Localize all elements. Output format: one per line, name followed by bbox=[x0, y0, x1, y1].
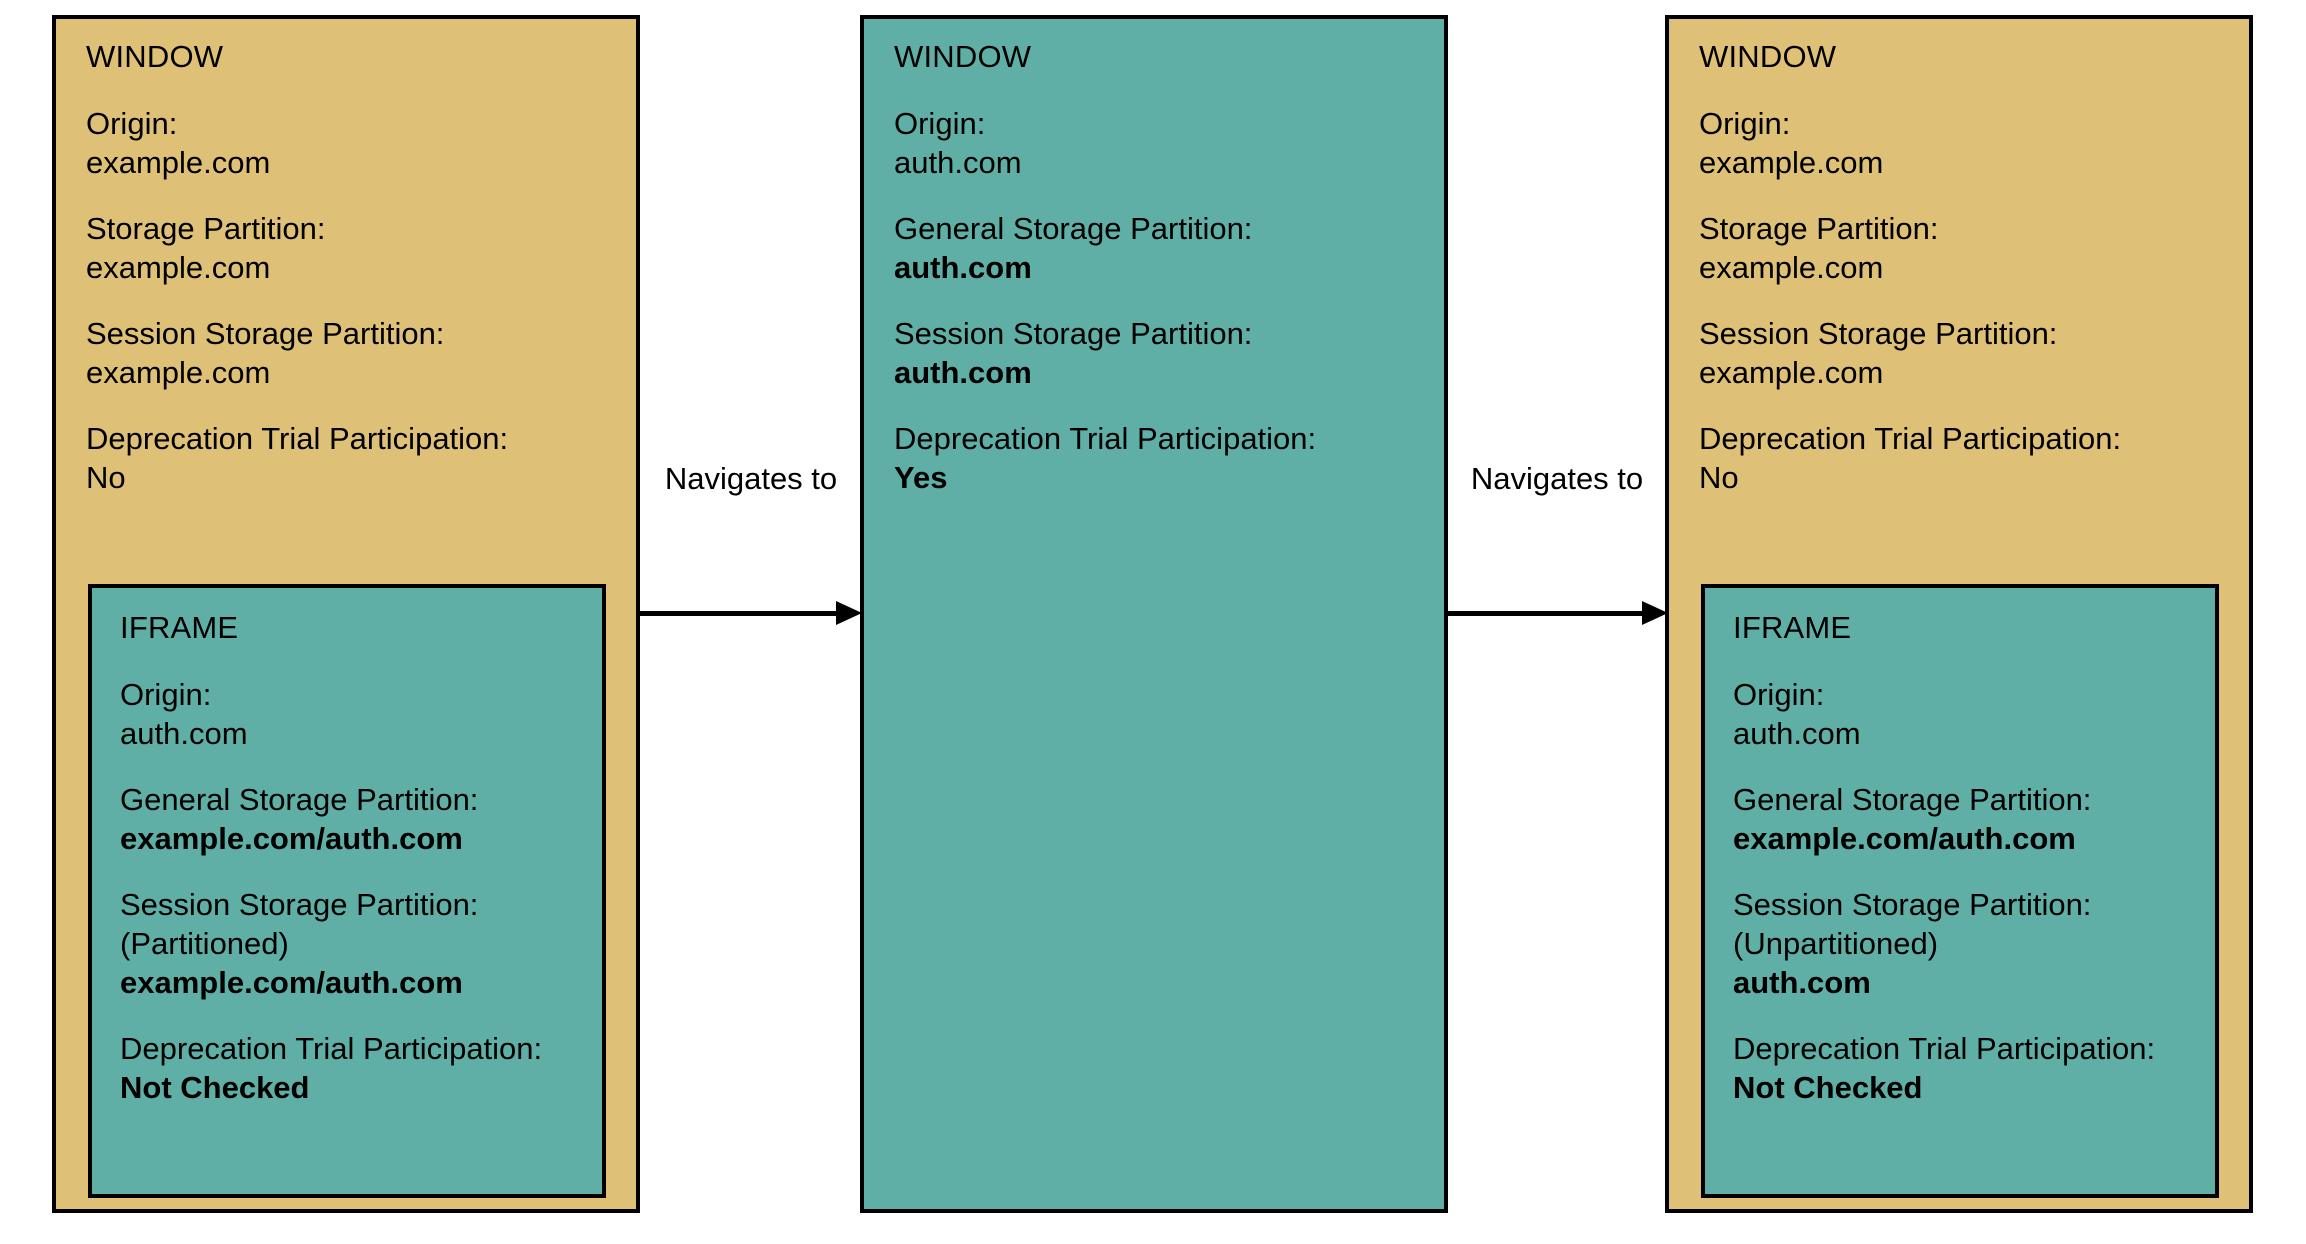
field-label: Storage Partition: bbox=[1699, 211, 1939, 246]
panel-1-field-origin: Origin: example.com bbox=[86, 104, 624, 182]
field-value: Not Checked bbox=[120, 1070, 310, 1105]
field-label: Session Storage Partition: bbox=[894, 316, 1253, 351]
field-label: General Storage Partition: bbox=[894, 211, 1253, 246]
iframe-3-field-general-storage-partition: General Storage Partition: example.com/a… bbox=[1733, 780, 2203, 858]
field-value: No bbox=[1699, 460, 1739, 495]
panel-3-field-origin: Origin: example.com bbox=[1699, 104, 2237, 182]
field-label: Origin: bbox=[120, 677, 212, 712]
iframe-3-field-deprecation-trial: Deprecation Trial Participation: Not Che… bbox=[1733, 1029, 2203, 1107]
iframe-3-field-session-storage-partition: Session Storage Partition: (Unpartitione… bbox=[1733, 885, 2203, 1002]
field-value: Yes bbox=[894, 460, 948, 495]
field-value: example.com bbox=[1699, 355, 1884, 390]
iframe-3-title: IFRAME bbox=[1733, 610, 1852, 645]
field-label: Deprecation Trial Participation: bbox=[86, 421, 509, 456]
arrow-head-icon bbox=[1642, 601, 1668, 625]
field-value: auth.com bbox=[894, 145, 1022, 180]
field-value: example.com/auth.com bbox=[1733, 821, 2076, 856]
arrow-1-label: Navigates to bbox=[664, 461, 838, 496]
field-value: example.com bbox=[86, 145, 271, 180]
iframe-1-field-session-storage-partition: Session Storage Partition: (Partitioned)… bbox=[120, 885, 590, 1002]
panel-3-field-deprecation-trial: Deprecation Trial Participation: No bbox=[1699, 419, 2237, 497]
iframe-panel-1: IFRAME Origin: auth.com General Storage … bbox=[88, 584, 606, 1198]
field-label: Origin: bbox=[1733, 677, 1825, 712]
field-label: Deprecation Trial Participation: bbox=[120, 1031, 543, 1066]
field-value: No bbox=[86, 460, 126, 495]
field-value: auth.com bbox=[120, 716, 248, 751]
field-label: General Storage Partition: bbox=[120, 782, 479, 817]
field-value: example.com/auth.com bbox=[120, 821, 463, 856]
iframe-panel-3-fields: IFRAME Origin: auth.com General Storage … bbox=[1733, 608, 2203, 1107]
window-panel-3: WINDOW Origin: example.com Storage Parti… bbox=[1665, 15, 2253, 1213]
panel-1-title: WINDOW bbox=[86, 39, 224, 74]
field-label: Deprecation Trial Participation: bbox=[1733, 1031, 2156, 1066]
navigates-to-arrow-1 bbox=[640, 593, 862, 633]
panel-3-field-storage-partition: Storage Partition: example.com bbox=[1699, 209, 2237, 287]
panel-2-title: WINDOW bbox=[894, 39, 1032, 74]
panel-2-field-session-storage-partition: Session Storage Partition: auth.com bbox=[894, 314, 1432, 392]
field-value: auth.com bbox=[894, 250, 1032, 285]
panel-2-field-general-storage-partition: General Storage Partition: auth.com bbox=[894, 209, 1432, 287]
field-value: Not Checked bbox=[1733, 1070, 1923, 1105]
field-value: example.com/auth.com bbox=[120, 965, 463, 1000]
field-sublabel: (Partitioned) bbox=[120, 926, 289, 961]
arrow-shaft bbox=[1448, 611, 1644, 616]
field-label: Origin: bbox=[86, 106, 178, 141]
field-label: Deprecation Trial Participation: bbox=[1699, 421, 2122, 456]
panel-1-field-deprecation-trial: Deprecation Trial Participation: No bbox=[86, 419, 624, 497]
panel-2-field-origin: Origin: auth.com bbox=[894, 104, 1432, 182]
arrow-head-icon bbox=[836, 601, 862, 625]
navigates-to-arrow-2 bbox=[1448, 593, 1668, 633]
field-label: Deprecation Trial Participation: bbox=[894, 421, 1317, 456]
field-value: example.com bbox=[1699, 250, 1884, 285]
field-value: example.com bbox=[1699, 145, 1884, 180]
iframe-1-field-general-storage-partition: General Storage Partition: example.com/a… bbox=[120, 780, 590, 858]
field-value: auth.com bbox=[1733, 965, 1871, 1000]
window-panel-1: WINDOW Origin: example.com Storage Parti… bbox=[52, 15, 640, 1213]
panel-2-field-deprecation-trial: Deprecation Trial Participation: Yes bbox=[894, 419, 1432, 497]
window-panel-1-fields: WINDOW Origin: example.com Storage Parti… bbox=[86, 37, 624, 497]
field-value: example.com bbox=[86, 355, 271, 390]
iframe-panel-3: IFRAME Origin: auth.com General Storage … bbox=[1701, 584, 2219, 1198]
iframe-1-title: IFRAME bbox=[120, 610, 239, 645]
field-label: Storage Partition: bbox=[86, 211, 326, 246]
iframe-3-field-origin: Origin: auth.com bbox=[1733, 675, 2203, 753]
window-panel-2-fields: WINDOW Origin: auth.com General Storage … bbox=[894, 37, 1432, 497]
field-value: auth.com bbox=[894, 355, 1032, 390]
panel-3-field-session-storage-partition: Session Storage Partition: example.com bbox=[1699, 314, 2237, 392]
field-label: Session Storage Partition: bbox=[120, 887, 479, 922]
panel-1-field-session-storage-partition: Session Storage Partition: example.com bbox=[86, 314, 624, 392]
field-label: Session Storage Partition: bbox=[86, 316, 445, 351]
iframe-1-field-origin: Origin: auth.com bbox=[120, 675, 590, 753]
iframe-1-field-deprecation-trial: Deprecation Trial Participation: Not Che… bbox=[120, 1029, 590, 1107]
field-value: auth.com bbox=[1733, 716, 1861, 751]
field-label: Origin: bbox=[1699, 106, 1791, 141]
arrow-shaft bbox=[640, 611, 838, 616]
window-panel-2: WINDOW Origin: auth.com General Storage … bbox=[860, 15, 1448, 1213]
arrow-2-label: Navigates to bbox=[1470, 461, 1644, 496]
field-label: General Storage Partition: bbox=[1733, 782, 2092, 817]
field-label: Session Storage Partition: bbox=[1699, 316, 2058, 351]
iframe-panel-1-fields: IFRAME Origin: auth.com General Storage … bbox=[120, 608, 590, 1107]
field-label: Session Storage Partition: bbox=[1733, 887, 2092, 922]
field-value: example.com bbox=[86, 250, 271, 285]
panel-1-field-storage-partition: Storage Partition: example.com bbox=[86, 209, 624, 287]
field-sublabel: (Unpartitioned) bbox=[1733, 926, 1939, 961]
panel-3-title: WINDOW bbox=[1699, 39, 1837, 74]
window-panel-3-fields: WINDOW Origin: example.com Storage Parti… bbox=[1699, 37, 2237, 497]
field-label: Origin: bbox=[894, 106, 986, 141]
